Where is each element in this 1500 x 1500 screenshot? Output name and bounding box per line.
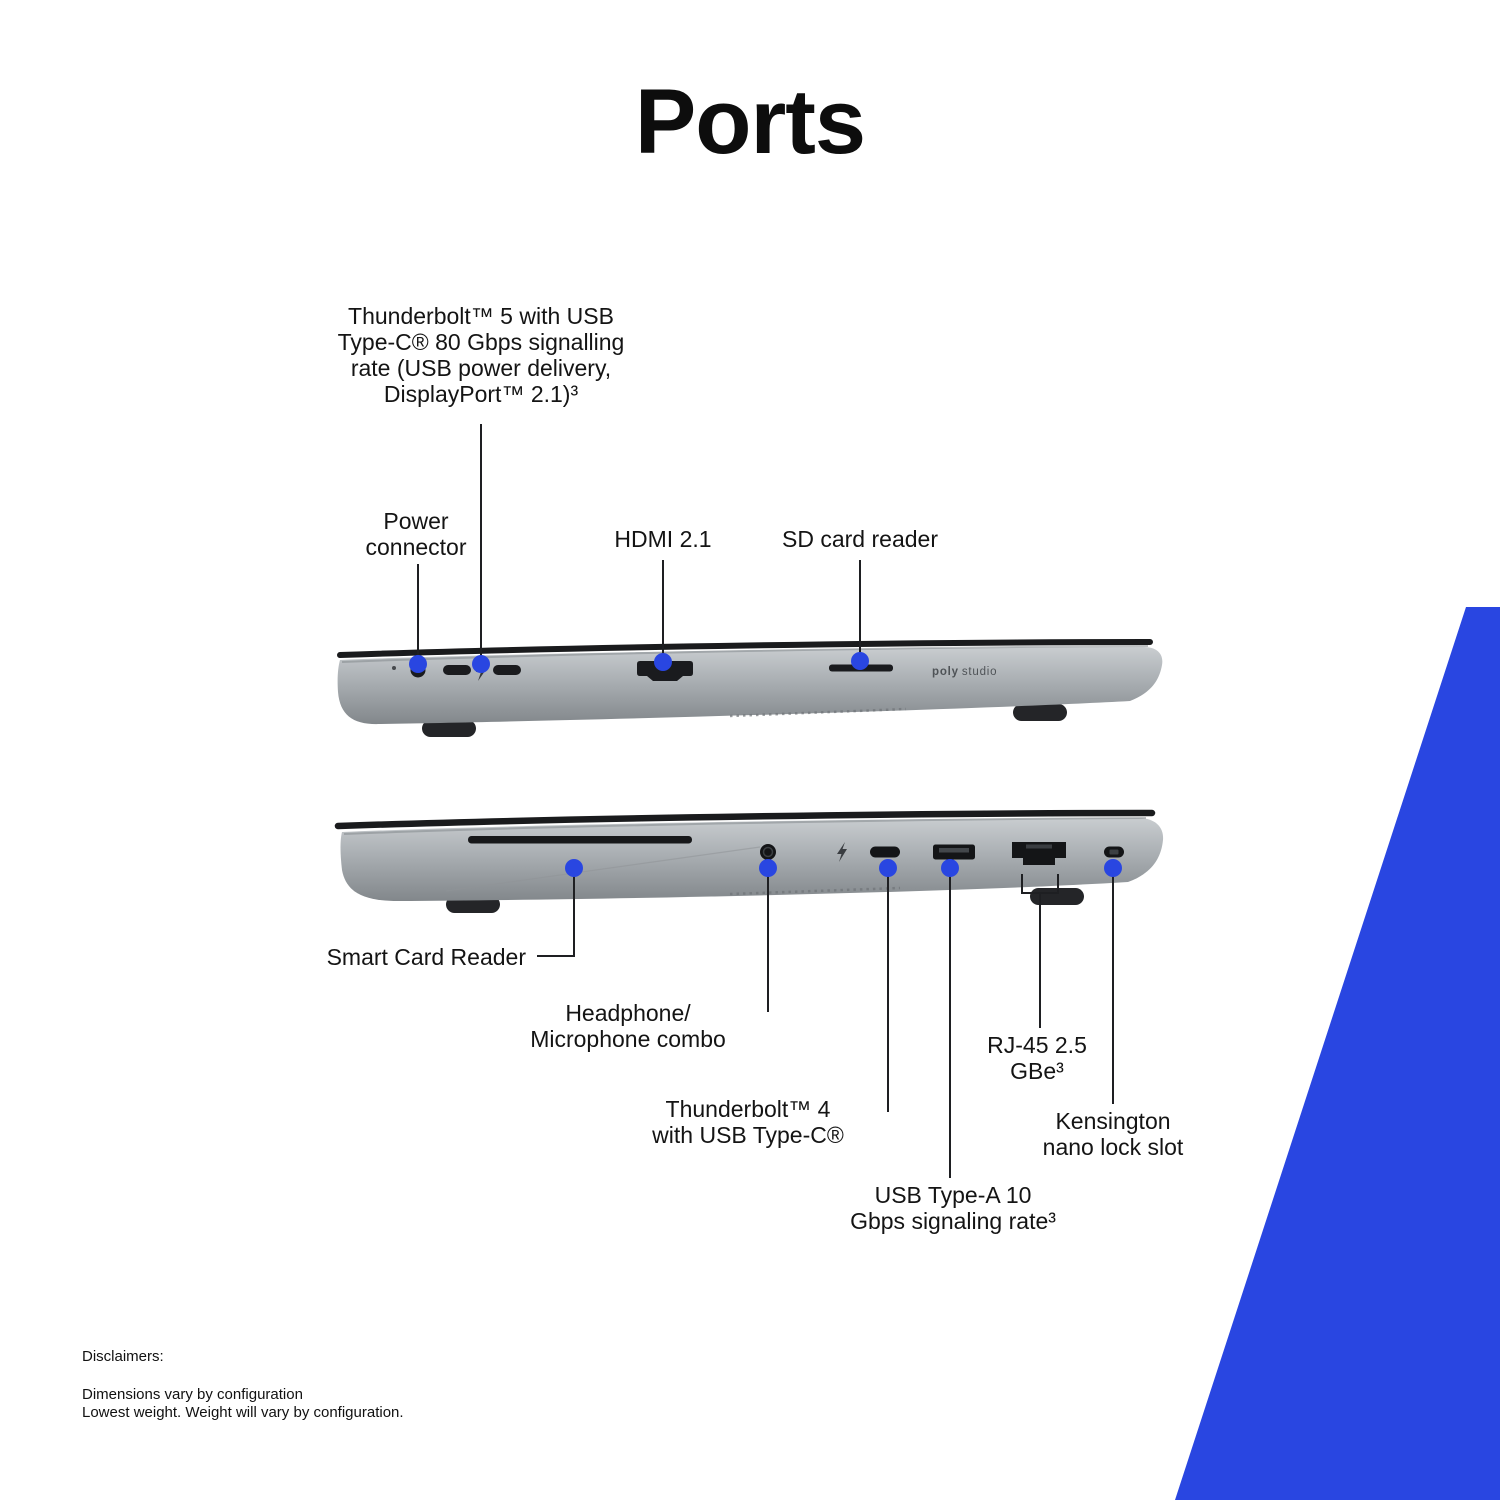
hdmi-port [637, 661, 693, 681]
status-led [392, 666, 396, 670]
callout-sd-card: SD card reader [782, 526, 938, 552]
laptop-lid-edge [334, 809, 1156, 830]
rubber-foot [1013, 704, 1067, 721]
usb-a-tongue [939, 848, 969, 853]
power-connector-pin [415, 667, 421, 673]
rj45-contacts [1026, 844, 1052, 849]
sd-card-slot [829, 664, 893, 672]
laptop-right-side-view [334, 809, 1164, 913]
port-marker-hdmi [654, 653, 672, 671]
port-marker-kensington [1104, 859, 1122, 877]
usb-c-port [870, 846, 900, 858]
thunderbolt-icon [837, 842, 847, 862]
vent-grille [729, 886, 901, 896]
port-marker-smart-card [565, 859, 583, 877]
headphone-jack [760, 844, 776, 860]
callout-usb-a: USB Type-A 10 Gbps signaling rate³ [850, 1182, 1056, 1234]
corner-triangle-shape [1175, 607, 1500, 1500]
rubber-foot [422, 720, 476, 737]
laptop-lid-edge [337, 639, 1153, 658]
branding-bold-text: poly [932, 666, 959, 678]
rj45-port [1012, 842, 1066, 865]
port-marker-headphone [759, 859, 777, 877]
port-marker-power [409, 655, 427, 673]
callout-thunderbolt4: Thunderbolt™ 4 with USB Type-C® [652, 1096, 844, 1148]
callout-kensington: Kensington nano lock slot [1042, 1108, 1184, 1160]
laptop-body-seam [341, 645, 1149, 663]
laptop-body-seam [343, 817, 1147, 835]
callout-thunderbolt5: Thunderbolt™ 5 with USB Type-C® 80 Gbps … [337, 303, 625, 407]
callout-rj45: RJ-45 2.5 GBe³ [987, 1032, 1087, 1084]
page-title: Ports [634, 71, 866, 173]
power-connector-port [410, 662, 426, 678]
usb-c-port-1 [443, 665, 471, 675]
port-marker-usb-a [941, 859, 959, 877]
callout-smart-card: Smart Card Reader [326, 944, 526, 970]
port-marker-sd-card [851, 652, 869, 670]
chassis-parting-line [445, 846, 761, 892]
laptop-body [337, 647, 1163, 725]
brand-corner-triangle [1175, 607, 1500, 1500]
kensington-lock-inner [1109, 849, 1119, 855]
disclaimers-block: Disclaimers: Dimensions vary by configur… [82, 1348, 404, 1422]
laptop-body [340, 818, 1164, 901]
callout-headphone: Headphone/ Microphone combo [530, 1000, 726, 1052]
port-marker-thunderbolt5 [472, 655, 490, 673]
kensington-lock-slot [1104, 846, 1124, 858]
headphone-jack-ring [762, 846, 774, 858]
branding-light-text: studio [962, 666, 998, 678]
usb-c-port-2 [493, 665, 521, 675]
callout-hdmi: HDMI 2.1 [614, 526, 712, 552]
usb-a-port [933, 844, 975, 860]
port-marker-thunderbolt4 [879, 859, 897, 877]
vent-grille [729, 707, 907, 718]
disclaimers-heading: Disclaimers: [82, 1348, 164, 1365]
disclaimer-line-1: Dimensions vary by configuration [82, 1386, 303, 1403]
rubber-foot [446, 896, 500, 913]
thunderbolt-icon [476, 659, 487, 681]
rubber-foot [1030, 888, 1084, 905]
disclaimer-line-2: Lowest weight. Weight will vary by confi… [82, 1404, 404, 1421]
callout-power: Power connector [365, 508, 467, 560]
smart-card-slot [468, 836, 692, 844]
